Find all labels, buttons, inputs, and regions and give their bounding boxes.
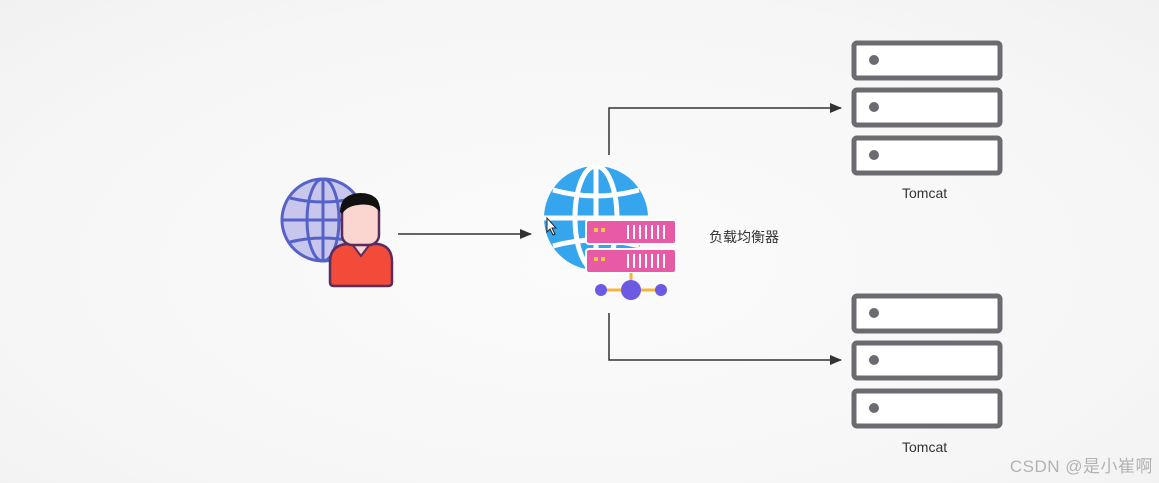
arrow-lb-to-tomcat-top: [608, 103, 842, 155]
tomcat-label-bottom: Tomcat: [902, 439, 948, 455]
load-balancer-label: 负载均衡器: [709, 229, 779, 245]
server-rack-icon: [851, 40, 1003, 176]
load-balancer-icon: [544, 163, 677, 300]
person-icon: [328, 193, 394, 288]
lb-server-icon: [585, 219, 677, 274]
client-user-icon: [280, 177, 394, 288]
arrow-lb-to-tomcat-bottom: [608, 313, 842, 365]
network-icon: [595, 273, 667, 300]
tomcat-label-top: Tomcat: [902, 185, 948, 201]
cursor-icon: [546, 216, 558, 236]
watermark: CSDN @是小崔啊: [1009, 457, 1153, 476]
server-rack-icon: [851, 293, 1003, 429]
